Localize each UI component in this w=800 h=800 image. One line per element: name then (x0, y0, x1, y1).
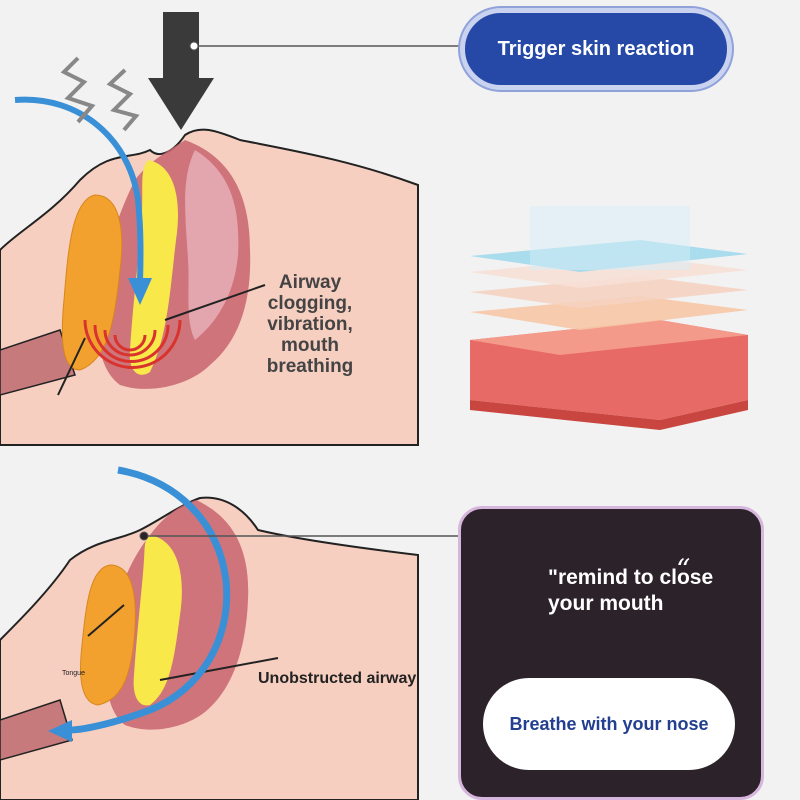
callout-connector-top (189, 41, 460, 51)
tongue-label: Tongue (62, 670, 85, 677)
clear-airway-head-illustration (0, 496, 419, 800)
airflow-arrow-icon (14, 96, 152, 305)
down-arrow-icon (148, 12, 214, 130)
breathe-with-nose-pill: Breathe with your nose (483, 678, 735, 770)
trigger-skin-reaction-callout: Trigger skin reaction (460, 8, 732, 90)
skin-layers-illustration (470, 206, 748, 430)
tongue-shape (80, 564, 136, 706)
vibration-waves-icon (83, 319, 182, 369)
tongue-shape (61, 194, 123, 371)
reminder-quote: "remind to close your mouth (548, 566, 714, 615)
callout-connector-bottom (139, 531, 460, 541)
unobstructed-airway-label: Unobstructed airway (258, 670, 417, 687)
closing-quote-mark: “ (676, 553, 691, 586)
airflow-arrow-icon (48, 466, 231, 742)
airway-clogging-label: Airway clogging, vibration, mouth breath… (266, 272, 354, 377)
zigzag-lightning-icon (60, 56, 140, 132)
